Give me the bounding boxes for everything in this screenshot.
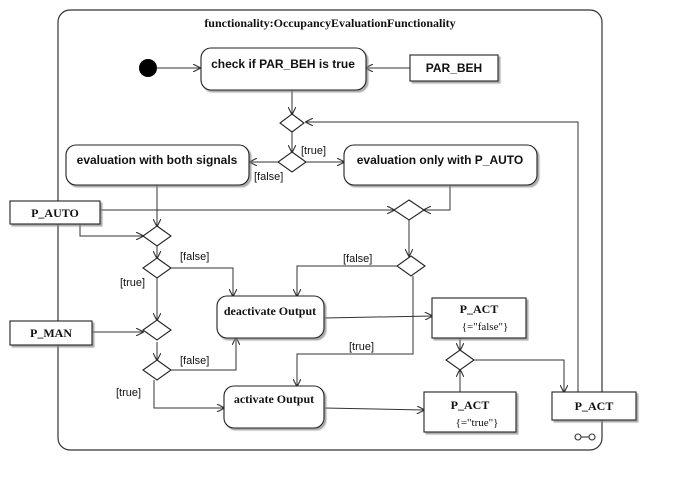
pin-p-act-out[interactable]: P_ACT	[551, 391, 637, 421]
edge-dec1-deactivate	[171, 267, 233, 296]
guard-false-main: [false]	[254, 171, 283, 183]
action-deactivate-label: deactivate Output	[224, 304, 316, 318]
action-activate-label: activate Output	[234, 392, 314, 406]
guard-true-2: [true]	[116, 387, 141, 399]
edge-evalauto-join2	[424, 185, 451, 210]
action-check-par-beh[interactable]: check if PAR_BEH is true	[200, 47, 367, 91]
merge-node-output[interactable]	[445, 349, 475, 371]
edge-pauto-join1	[79, 224, 143, 236]
join-node-both[interactable]	[142, 225, 172, 247]
edge-dec2-deactivate	[171, 338, 236, 371]
join-node-man[interactable]	[142, 319, 172, 341]
pin-p-auto[interactable]: P_AUTO	[9, 200, 101, 225]
pin-p-man-label: P_MAN	[30, 326, 72, 340]
action-deactivate-output[interactable]: deactivate Output	[216, 295, 325, 339]
pin-p-act-true[interactable]: P_ACT {="true"}	[423, 391, 517, 433]
action-eval-auto[interactable]: evaluation only with P_AUTO	[343, 144, 538, 186]
decision-node-3[interactable]	[396, 255, 426, 277]
guard-false-3: [false]	[343, 253, 372, 265]
guard-false-1: [false]	[180, 251, 209, 263]
pin-p-act-false-label: P_ACT	[460, 302, 499, 316]
edge-activate-pacttrue	[323, 408, 424, 410]
guard-false-2: [false]	[180, 355, 209, 367]
action-eval-both-label: evaluation with both signals	[77, 153, 238, 167]
pin-p-act-true-value: {="true"}	[456, 417, 499, 429]
edge-dec3-activate	[297, 276, 414, 386]
guard-true-3: [true]	[349, 341, 374, 353]
action-eval-auto-label: evaluation only with P_AUTO	[357, 153, 523, 167]
guard-true-1: [true]	[120, 277, 145, 289]
decision-node-1[interactable]	[142, 257, 172, 279]
merge-node-top[interactable]	[279, 113, 305, 133]
guard-true-main: [true]	[301, 145, 326, 157]
join-node-auto[interactable]	[393, 199, 425, 221]
pin-par-beh[interactable]: PAR_BEH	[409, 54, 499, 82]
pin-p-act-false-value: {="false"}	[462, 321, 509, 333]
activity-frame	[57, 9, 603, 451]
pin-p-auto-label: P_AUTO	[31, 206, 79, 220]
rake-icon	[574, 433, 596, 441]
initial-node-icon	[139, 59, 157, 77]
pin-par-beh-label: PAR_BEH	[426, 61, 482, 75]
decision-node-2[interactable]	[142, 359, 172, 381]
activity-title: functionality:OccupancyEvaluationFunctio…	[204, 16, 455, 30]
edge-deactivate-pactfalse	[323, 316, 432, 318]
edge-dec2-activate	[153, 380, 224, 408]
pin-p-act-true-label: P_ACT	[451, 398, 490, 412]
decision-node-main[interactable]	[277, 151, 307, 173]
action-eval-both[interactable]: evaluation with both signals	[65, 144, 250, 186]
pin-p-man[interactable]: P_MAN	[9, 320, 93, 346]
action-check-label: check if PAR_BEH is true	[211, 57, 355, 71]
edge-merge4-pactout	[474, 359, 564, 392]
pin-p-act-false[interactable]: P_ACT {="false"}	[431, 297, 527, 339]
action-activate-output[interactable]: activate Output	[223, 385, 325, 429]
edge-loop-back	[306, 122, 579, 392]
edge-dec3-deactivate	[297, 265, 399, 296]
pin-p-act-out-label: P_ACT	[575, 399, 614, 413]
